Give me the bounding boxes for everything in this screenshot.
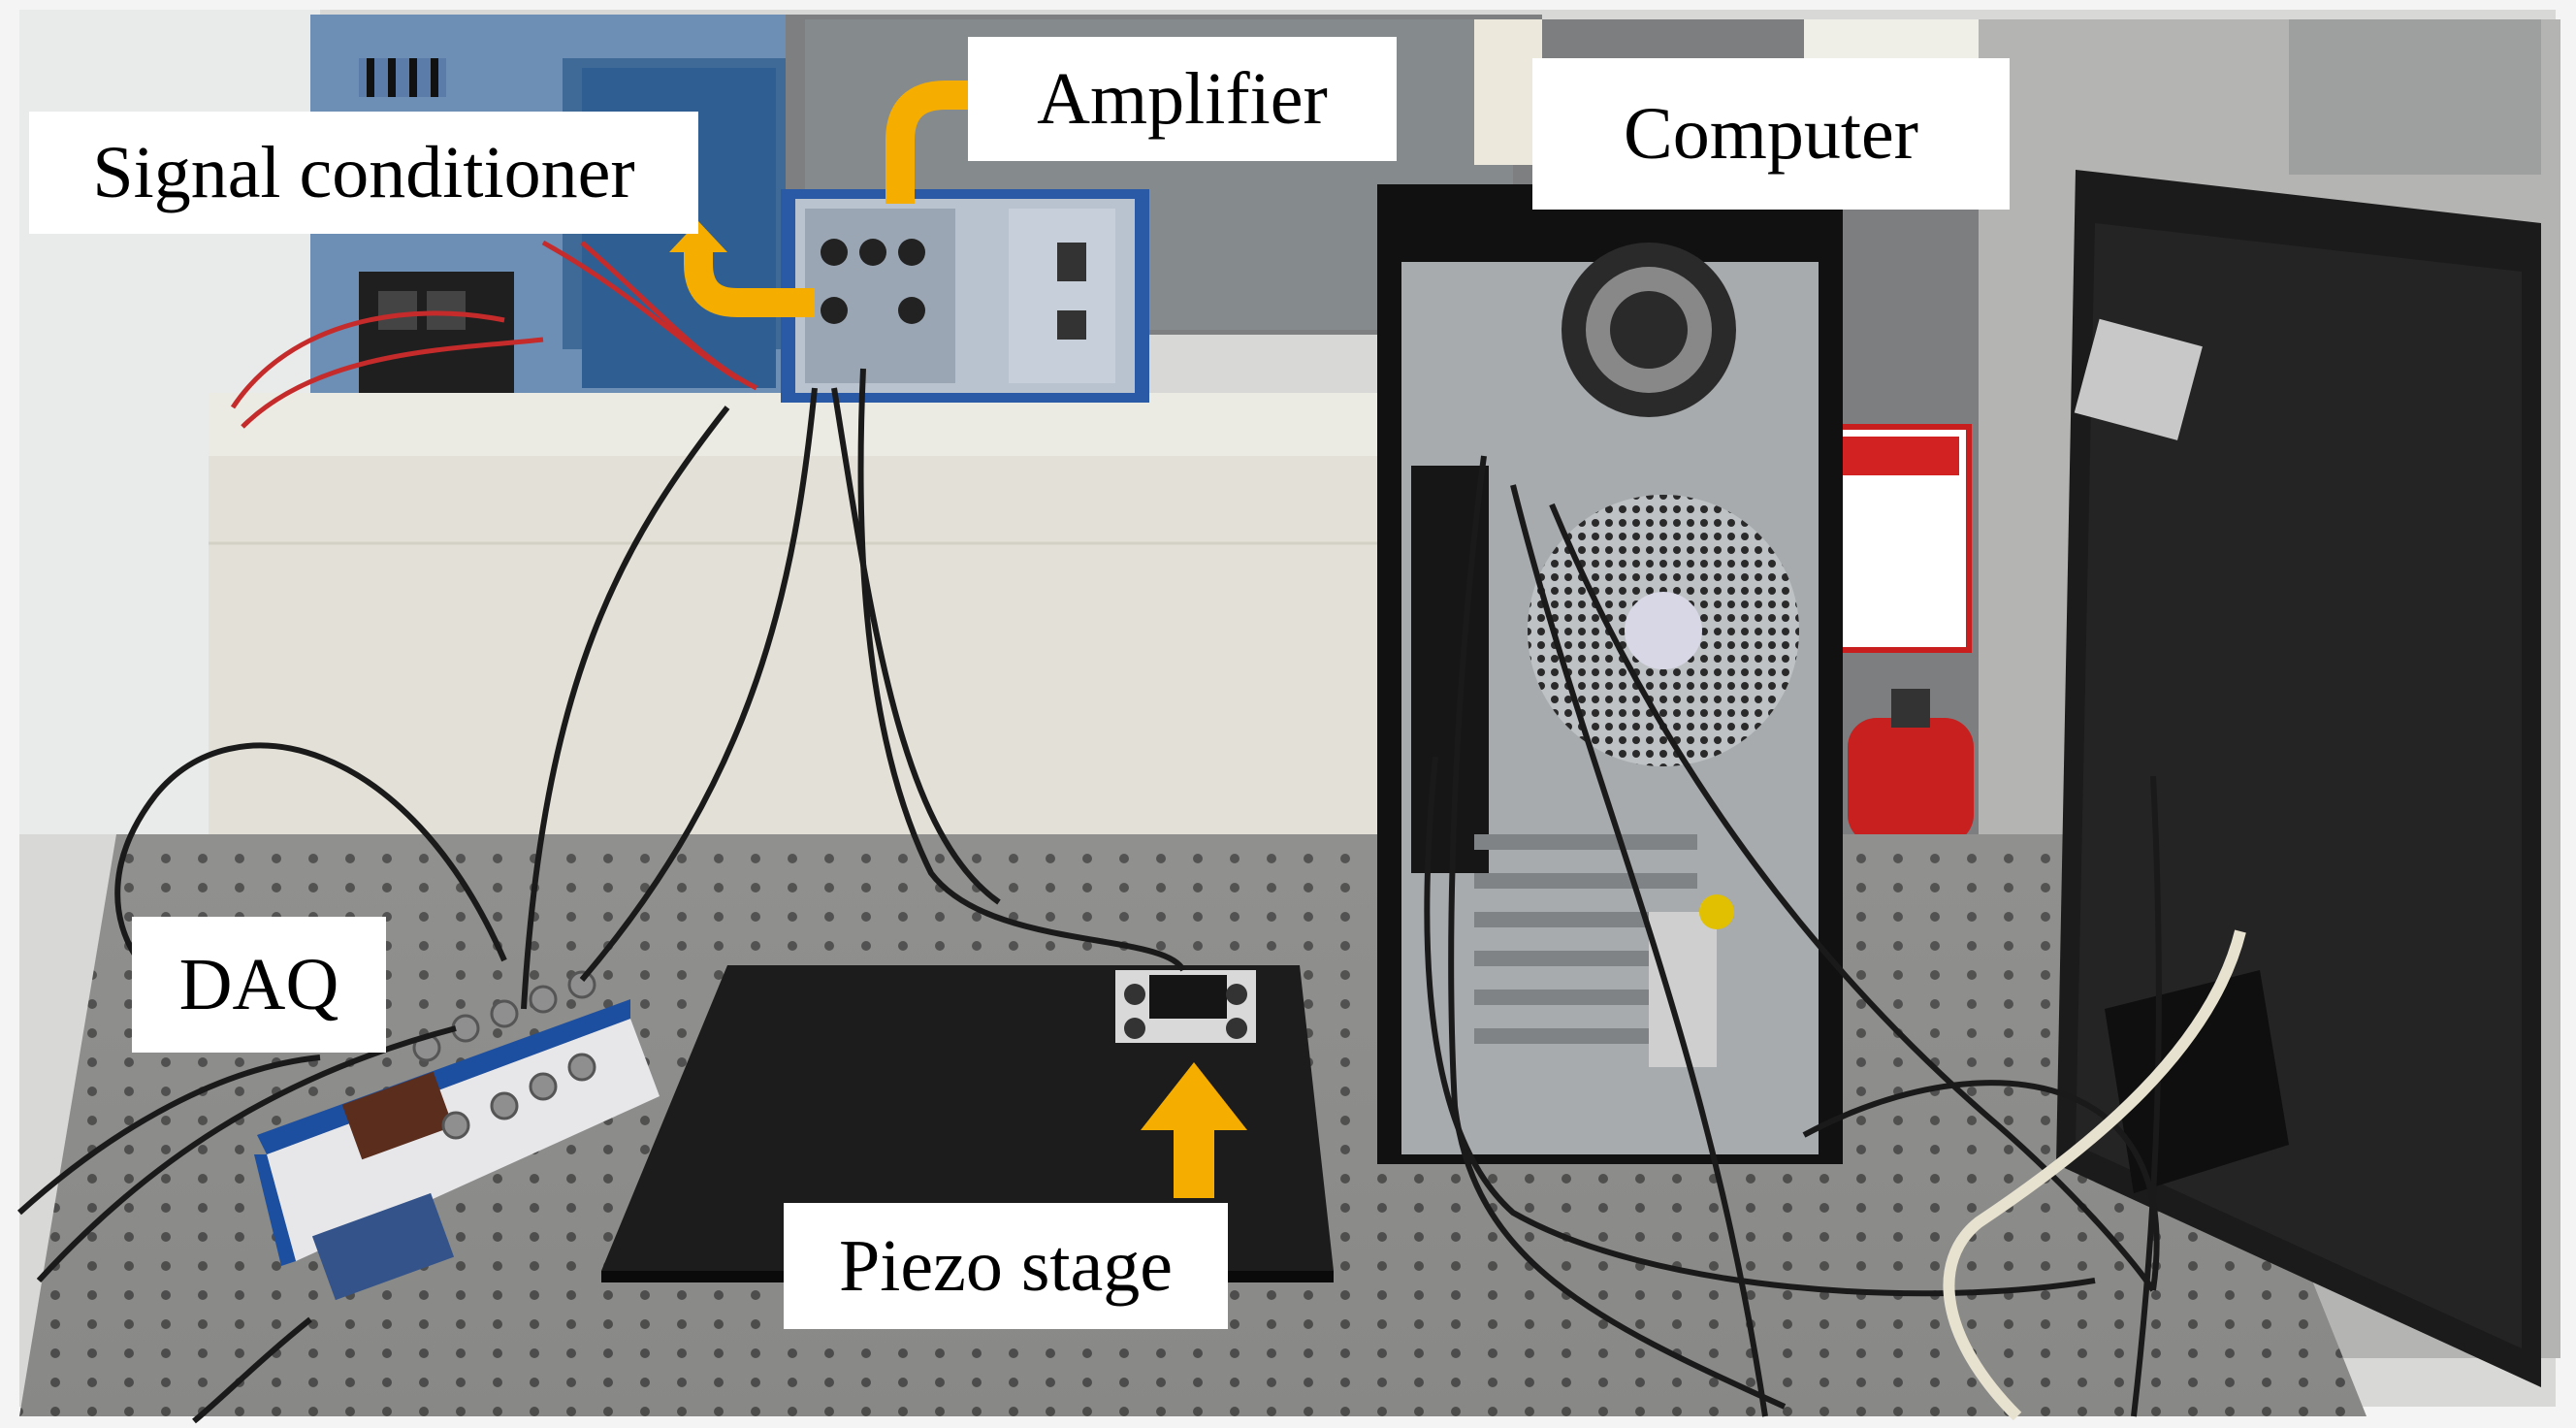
- fire-extinguisher: [1830, 424, 1974, 844]
- monitor-cable: [1943, 929, 2246, 1421]
- daq-label: DAQ: [132, 917, 386, 1053]
- signal-conditioner-label: Signal conditioner: [29, 112, 698, 234]
- piezo-stage-arrow: [1141, 1062, 1247, 1198]
- computer-label: Computer: [1532, 58, 2010, 210]
- piezo-stage-label: Piezo stage: [784, 1203, 1228, 1329]
- computer-tower: [1377, 184, 1843, 1164]
- red-wires: [230, 240, 758, 429]
- signal-conditioner-arrow: [669, 221, 815, 317]
- cabinet: [209, 393, 1469, 844]
- monitor: [2056, 170, 2541, 1387]
- amplifier-label: Amplifier: [968, 37, 1397, 161]
- amplifier-device: [781, 189, 1149, 403]
- piezo-stage-device: [1115, 970, 1256, 1043]
- daq-device: [254, 970, 660, 1301]
